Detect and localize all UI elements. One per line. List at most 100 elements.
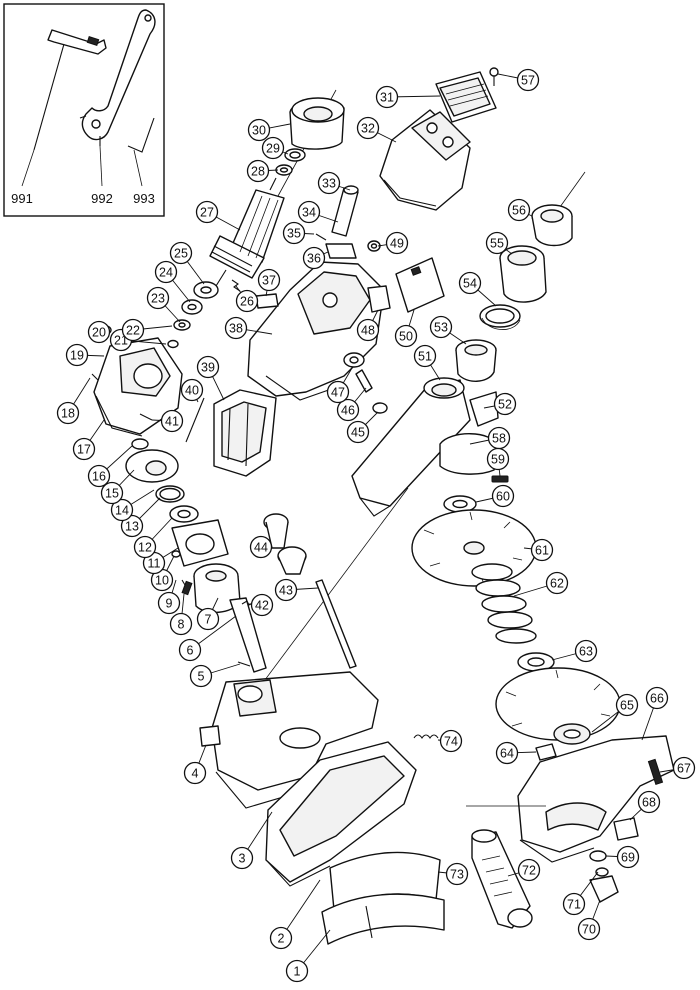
callout-number-65: 65 (620, 699, 634, 713)
callout-number-62: 62 (550, 577, 564, 591)
callout-circle-54 (458, 271, 482, 295)
callout-circle-28 (246, 159, 270, 183)
side-handle-part (471, 829, 533, 929)
callout-circle-8 (169, 612, 193, 636)
callout-circle-39 (196, 355, 220, 379)
callout-circle-62 (545, 571, 569, 595)
callout-number-27: 27 (200, 206, 214, 220)
callout-number-20: 20 (92, 326, 106, 340)
callout-circle-1 (285, 959, 309, 983)
callout-number-33: 33 (322, 177, 336, 191)
callout-23: 23 (146, 286, 170, 310)
callout-number-39: 39 (201, 361, 215, 375)
callout-57: 57 (516, 68, 540, 92)
callout-27: 27 (195, 200, 219, 224)
callout-circle-22 (121, 318, 145, 342)
main-housing-part (211, 671, 379, 809)
callout-circle-13 (120, 514, 144, 538)
callout-28: 28 (246, 159, 270, 183)
callout-43: 43 (274, 578, 298, 602)
coupling-part (263, 513, 307, 575)
callout-circle-65 (615, 693, 639, 717)
callout-number-52: 52 (498, 398, 512, 412)
callout-number-60: 60 (496, 490, 510, 504)
callout-63: 63 (574, 639, 598, 663)
callout-number-23: 23 (151, 292, 165, 306)
callout-71: 71 (562, 892, 586, 916)
callout-8: 8 (169, 612, 193, 636)
callout-31: 31 (375, 85, 399, 109)
armature-part (209, 177, 285, 287)
callout-circle-42 (250, 593, 274, 617)
callout-number-11: 11 (148, 557, 161, 571)
base-guard-part (265, 741, 417, 887)
callout-45: 45 (346, 420, 370, 444)
callout-number-56: 56 (512, 204, 526, 218)
callout-33: 33 (317, 171, 341, 195)
callout-number-64: 64 (500, 747, 514, 761)
callout-circle-69 (616, 845, 640, 869)
inset-label-993: 993 (133, 191, 155, 206)
callout-circle-41 (160, 409, 184, 433)
callout-circle-20 (87, 320, 111, 344)
callout-48: 48 (356, 318, 380, 342)
callout-number-4: 4 (192, 767, 199, 781)
end-cover-part (435, 71, 497, 123)
cap-ring-part (531, 204, 573, 247)
callout-number-31: 31 (380, 91, 394, 105)
callout-51: 51 (413, 344, 437, 368)
callout-circle-63 (574, 639, 598, 663)
callout-circle-34 (297, 200, 321, 224)
callout-number-68: 68 (642, 796, 656, 810)
callout-circle-55 (485, 231, 509, 255)
callout-circle-2 (269, 926, 293, 950)
callout-13: 13 (120, 514, 144, 538)
spring-stack-part (471, 563, 537, 644)
callout-number-53: 53 (434, 321, 448, 335)
callout-number-57: 57 (521, 74, 535, 88)
callout-number-3: 3 (239, 852, 246, 866)
callout-number-9: 9 (166, 597, 173, 611)
callout-circle-15 (100, 481, 124, 505)
callout-34: 34 (297, 200, 321, 224)
callout-17: 17 (72, 437, 96, 461)
callout-number-41: 41 (165, 415, 179, 429)
callout-number-59: 59 (491, 453, 505, 467)
callout-number-12: 12 (138, 541, 152, 555)
callout-number-46: 46 (341, 404, 355, 418)
callout-circle-5 (189, 664, 213, 688)
callout-36: 36 (302, 246, 326, 270)
callout-number-44: 44 (254, 541, 268, 555)
inset-label-992: 992 (91, 191, 113, 206)
callout-61: 61 (530, 538, 554, 562)
callout-number-24: 24 (159, 266, 173, 280)
callout-number-16: 16 (92, 470, 106, 484)
callout-73: 73 (445, 862, 469, 886)
callout-number-40: 40 (185, 384, 199, 398)
callout-number-14: 14 (115, 504, 129, 518)
callout-number-47: 47 (331, 386, 345, 400)
callout-52: 52 (493, 392, 517, 416)
callout-number-67: 67 (677, 762, 691, 776)
callout-circle-30 (247, 118, 271, 142)
callout-44: 44 (249, 535, 273, 559)
callout-59: 59 (486, 447, 510, 471)
callout-18: 18 (56, 401, 80, 425)
callout-circle-16 (87, 464, 111, 488)
allen-key-part (127, 117, 155, 153)
callout-circle-68 (637, 790, 661, 814)
callout-number-45: 45 (351, 426, 365, 440)
callout-53: 53 (429, 315, 453, 339)
callout-number-2: 2 (278, 932, 285, 946)
callout-circle-59 (486, 447, 510, 471)
callout-47: 47 (326, 380, 350, 404)
callout-number-66: 66 (650, 692, 664, 706)
callout-circle-71 (562, 892, 586, 916)
cover-shell-part (321, 851, 445, 945)
callout-circle-33 (317, 171, 341, 195)
callout-29: 29 (261, 136, 285, 160)
callout-number-73: 73 (450, 868, 464, 882)
callout-20: 20 (87, 320, 111, 344)
callout-circle-24 (154, 260, 178, 284)
